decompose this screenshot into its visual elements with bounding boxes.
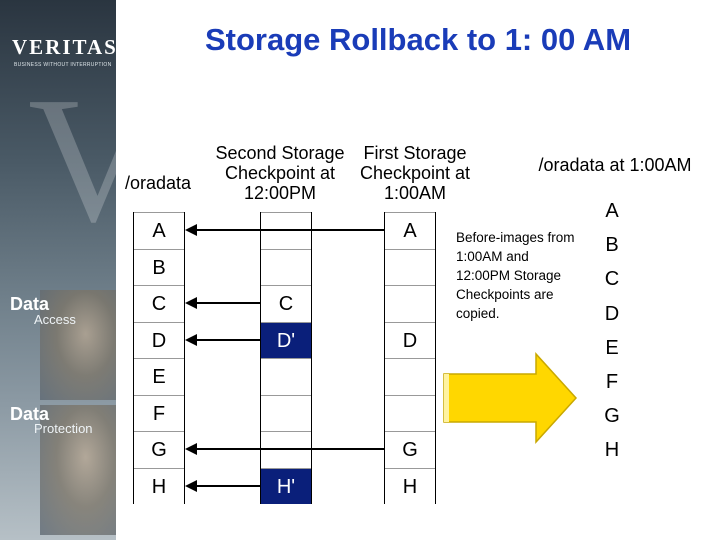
copy-arrow-head <box>185 443 197 456</box>
block-cell <box>261 394 311 431</box>
copy-arrow-line <box>196 302 260 305</box>
block-cell: B <box>134 248 184 285</box>
copy-arrow-head <box>185 479 197 492</box>
block-cell: A <box>134 212 184 248</box>
first-checkpoint-line1: First Storage <box>363 143 467 163</box>
block-cell: D <box>134 321 184 358</box>
block-cell: H' <box>261 467 311 504</box>
section-data-protection-sub: Protection <box>34 421 93 436</box>
result-block: C <box>604 268 620 291</box>
copy-arrow-line <box>196 229 384 232</box>
oradata-at-header: /oradata at 1:00AM <box>538 155 692 175</box>
result-block: E <box>605 336 619 359</box>
block-cell: H <box>385 467 435 504</box>
block-cell <box>385 285 435 321</box>
block-cell: G <box>385 431 435 467</box>
block-cell: D' <box>261 321 311 358</box>
result-block: A <box>605 200 619 222</box>
photo-data-protection <box>40 405 116 535</box>
section-data-access-title: Data <box>10 294 50 314</box>
branding-sidebar: V VERITAS BUSINESS WITHOUT INTERRUPTION … <box>0 0 158 540</box>
first-checkpoint-line3: 1:00AM <box>383 183 447 203</box>
block-cell <box>261 248 311 285</box>
slide-title: Storage Rollback to 1: 00 AM <box>204 22 632 57</box>
veritas-logo: VERITAS <box>12 35 118 59</box>
block-cell: F <box>134 394 184 431</box>
first-checkpoint-line2: Checkpoint at <box>359 163 471 183</box>
section-data-access-sub: Access <box>34 312 76 327</box>
block-cell: A <box>385 212 435 248</box>
second-checkpoint-line2: Checkpoint at <box>224 163 336 183</box>
block-cell: H <box>134 467 184 504</box>
result-block: F <box>605 371 619 393</box>
second-checkpoint-line3: 12:00PM <box>243 183 317 203</box>
result-block: H <box>604 439 620 462</box>
copy-arrow-line <box>196 484 260 487</box>
result-block: D <box>604 302 620 325</box>
block-cell: G <box>134 431 184 467</box>
second-checkpoint-line1: Second Storage <box>215 143 345 163</box>
block-cell: D <box>385 321 435 358</box>
copy-arrow-head <box>185 333 197 346</box>
block-cell <box>261 212 311 248</box>
arrow-highlight <box>444 374 449 422</box>
copy-arrow-line <box>196 338 260 341</box>
second-checkpoint-header: Second Storage Checkpoint at 12:00PM <box>205 143 355 203</box>
section-data-protection-title: Data <box>10 404 50 424</box>
restore-arrow <box>443 352 578 444</box>
copy-arrow-head <box>185 224 197 237</box>
watermark-v: V <box>28 60 158 259</box>
block-cell: C <box>134 285 184 321</box>
result-block: G <box>604 405 620 428</box>
block-cell <box>261 431 311 467</box>
restore-arrow-shape <box>443 352 578 444</box>
block-cell <box>385 358 435 394</box>
block-cell: C <box>261 285 311 321</box>
block-cell <box>385 394 435 431</box>
block-cell: E <box>134 358 184 394</box>
copy-arrow-line <box>196 448 384 451</box>
result-block: B <box>605 234 619 257</box>
photo-data-access <box>40 290 116 400</box>
first-checkpoint-header: First Storage Checkpoint at 1:00AM <box>345 143 485 203</box>
copy-arrow-head <box>185 297 197 310</box>
explanation-note: Before-images from 1:00AM and 12:00PM St… <box>456 230 575 321</box>
block-cell <box>261 358 311 394</box>
block-cell <box>385 248 435 285</box>
oradata-header: /oradata <box>124 173 192 193</box>
logo-tagline: BUSINESS WITHOUT INTERRUPTION <box>14 62 112 68</box>
